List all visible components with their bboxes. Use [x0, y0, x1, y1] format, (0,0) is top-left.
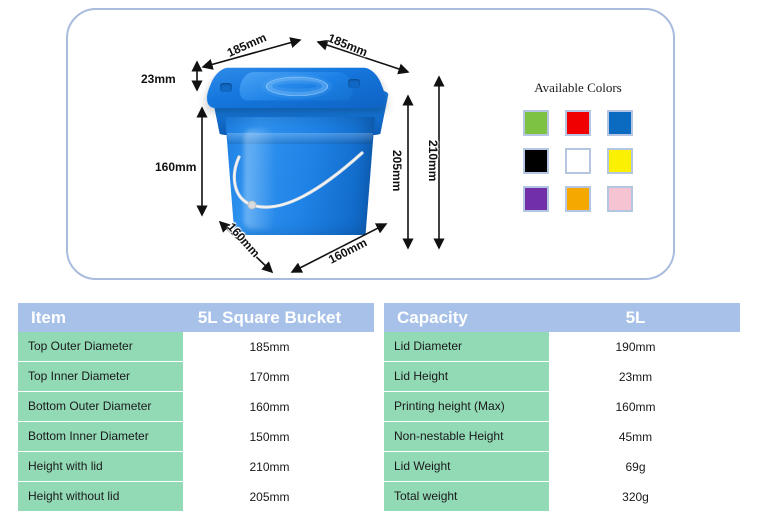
- spec-row-label: Top Outer Diameter: [18, 332, 183, 361]
- table-row: Lid Height 23mm: [384, 362, 740, 392]
- spec-header-capacity-row: Capacity 5L: [384, 303, 740, 332]
- spec-row-label: Total weight: [384, 482, 549, 511]
- spec-row-label: Height without lid: [18, 482, 183, 511]
- table-row: Bottom Inner Diameter 150mm: [18, 422, 374, 452]
- spec-row-value: 170mm: [249, 369, 290, 384]
- spec-row-value: 150mm: [249, 429, 290, 444]
- spec-row-label: Printing height (Max): [384, 392, 549, 421]
- color-swatch-orange[interactable]: [565, 186, 591, 212]
- color-swatch-red[interactable]: [565, 110, 591, 136]
- bucket-handle-ear-right: [348, 79, 360, 88]
- dimension-label-lid-height: 23mm: [141, 72, 176, 86]
- spec-header-item-label: Item: [31, 307, 66, 327]
- spec-row-value: 69g: [625, 459, 646, 474]
- table-row: Top Outer Diameter 185mm: [18, 332, 374, 362]
- color-swatch-green[interactable]: [523, 110, 549, 136]
- table-row: Lid Weight 69g: [384, 452, 740, 482]
- spec-row-label: Top Inner Diameter: [18, 362, 183, 391]
- bucket-highlight: [244, 129, 274, 229]
- table-row: Non-nestable Height 45mm: [384, 422, 740, 452]
- spec-row-label: Lid Diameter: [384, 332, 549, 361]
- spec-header-item-value: 5L Square Bucket: [197, 307, 342, 327]
- table-row: Height without lid 205mm: [18, 482, 374, 512]
- bucket-body: [225, 117, 375, 235]
- bucket-handle: [232, 151, 364, 210]
- color-swatch-pink[interactable]: [607, 186, 633, 212]
- spec-row-label: Bottom Inner Diameter: [18, 422, 183, 451]
- spec-header-capacity-value: 5L: [625, 307, 646, 327]
- spec-row-value: 205mm: [249, 489, 290, 504]
- color-swatch-black[interactable]: [523, 148, 549, 174]
- spec-row-value: 23mm: [618, 369, 653, 384]
- spec-header-capacity-label: Capacity: [397, 307, 468, 327]
- spec-row-value: 160mm: [615, 399, 656, 414]
- color-swatch-yellow[interactable]: [607, 148, 633, 174]
- bucket-handle-ear-left: [220, 83, 232, 92]
- spec-row-value: 320g: [622, 489, 649, 504]
- color-swatch-white[interactable]: [565, 148, 591, 174]
- bucket-rib: [227, 133, 373, 144]
- table-row: Top Inner Diameter 170mm: [18, 362, 374, 392]
- spec-row-value: 160mm: [249, 399, 290, 414]
- color-swatch-purple[interactable]: [523, 186, 549, 212]
- spec-row-label: Lid Height: [384, 362, 549, 391]
- spec-row-value: 185mm: [249, 339, 290, 354]
- available-colors-block: Available Colors: [518, 80, 638, 212]
- spec-header-row-left: Item 5L Square Bucket: [18, 303, 374, 332]
- spec-row-value: 210mm: [249, 459, 290, 474]
- spec-row-value: 190mm: [615, 339, 656, 354]
- dimension-label-body-height: 160mm: [155, 160, 197, 174]
- table-row: Height with lid 210mm: [18, 452, 374, 482]
- bucket-illustration: [198, 55, 403, 245]
- color-swatch-grid: [518, 110, 638, 212]
- spec-row-label: Lid Weight: [384, 452, 549, 481]
- spec-row-label: Height with lid: [18, 452, 183, 481]
- spec-table-left: Item 5L Square Bucket Top Outer Diameter…: [18, 303, 374, 512]
- color-swatch-blue[interactable]: [607, 110, 633, 136]
- dimension-label-height-with-lid: 210mm: [426, 140, 440, 182]
- table-row: Bottom Outer Diameter 160mm: [18, 392, 374, 422]
- table-row: Lid Diameter 190mm: [384, 332, 740, 362]
- table-row: Total weight 320g: [384, 482, 740, 512]
- dimension-label-height-no-lid: 205mm: [390, 150, 404, 192]
- available-colors-title: Available Colors: [534, 80, 622, 95]
- spec-row-label: Non-nestable Height: [384, 422, 549, 451]
- table-row: Printing height (Max) 160mm: [384, 392, 740, 422]
- spec-row-value: 45mm: [618, 429, 653, 444]
- spec-row-label: Bottom Outer Diameter: [18, 392, 183, 421]
